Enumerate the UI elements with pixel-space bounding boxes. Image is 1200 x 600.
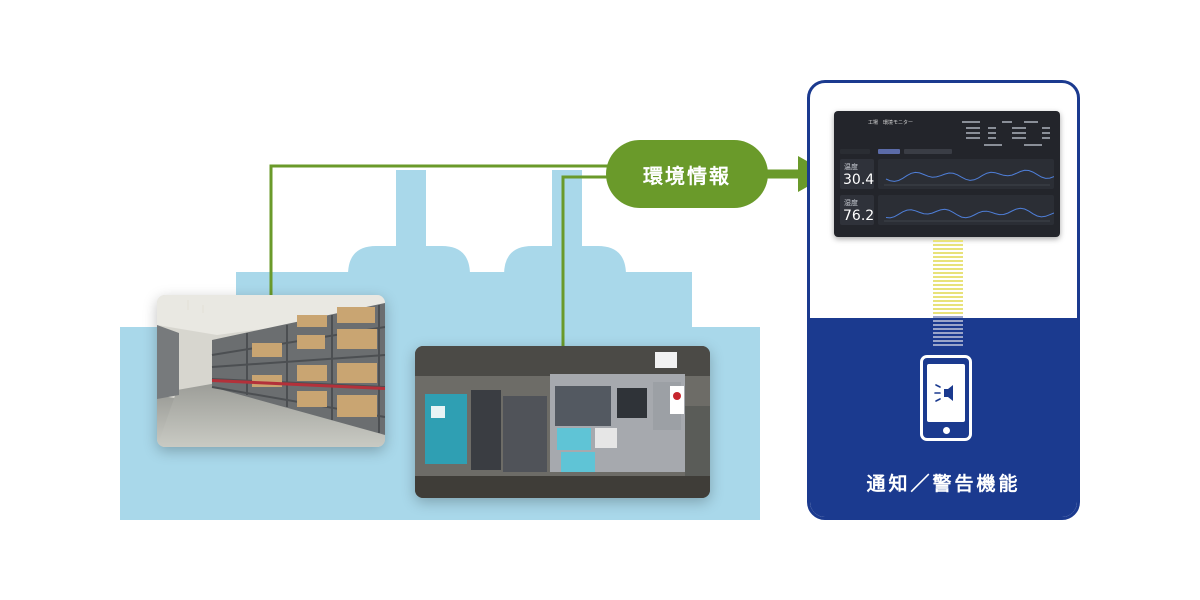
dashboard-tabs: [840, 149, 1054, 155]
beam-stripe: [933, 280, 963, 282]
beam-stripe: [933, 244, 963, 246]
beam-stripe: [933, 304, 963, 306]
beam-stripe: [933, 256, 963, 258]
beam-stripe: [933, 272, 963, 274]
speaker-alert-icon: [934, 384, 953, 402]
dashboard-table: [962, 121, 1050, 146]
sparkline-series: [885, 207, 1055, 219]
beam-stripe: [933, 328, 963, 330]
beam-stripe: [933, 288, 963, 290]
temperature-sparkline: [884, 169, 1055, 186]
phone-home-button: [943, 427, 950, 434]
temperature-chart: [878, 159, 1055, 189]
smartphone-icon: [920, 355, 972, 441]
beam-stripe: [933, 300, 963, 302]
beam-stripe: [933, 324, 963, 326]
monitor-dashboard: 工場 環境モニター 温度 30.4 湿度 76.2: [834, 111, 1060, 237]
tab[interactable]: [840, 149, 870, 154]
beam-stripe: [933, 284, 963, 286]
humidity-chart: [878, 195, 1055, 225]
beam-stripe: [933, 292, 963, 294]
beam-stripe: [933, 296, 963, 298]
beam-stripe: [933, 344, 963, 346]
reading-value: 76.2: [843, 208, 875, 224]
machine-photo: [415, 346, 710, 498]
reading-card-humidity: 湿度 76.2: [840, 195, 874, 225]
beam-stripe: [933, 260, 963, 262]
beam-stripe: [933, 320, 963, 322]
signal-beam: [933, 240, 963, 346]
phone-screen: [927, 364, 965, 422]
reading-label: 温度: [844, 163, 858, 171]
beam-stripe: [933, 316, 963, 318]
reading-card-temperature: 温度 30.4: [840, 159, 874, 189]
sparkline-series: [885, 169, 1055, 182]
beam-stripe: [933, 268, 963, 270]
beam-stripe: [933, 332, 963, 334]
beam-stripe: [933, 252, 963, 254]
monitoring-panel: 工場 環境モニター 温度 30.4 湿度 76.2: [807, 80, 1080, 520]
beam-stripe: [933, 308, 963, 310]
beam-stripe: [933, 248, 963, 250]
beam-stripe: [933, 240, 963, 242]
tab[interactable]: [904, 149, 952, 154]
beam-stripe: [933, 336, 963, 338]
beam-stripe: [933, 264, 963, 266]
notification-label: 通知／警告機能: [866, 473, 1021, 495]
environment-info-label: 環境情報: [606, 140, 768, 208]
beam-stripe: [933, 312, 963, 314]
dashboard-title: 工場 環境モニター: [868, 120, 914, 126]
reading-label: 湿度: [844, 199, 858, 207]
beam-stripe: [933, 340, 963, 342]
warehouse-photo: [157, 295, 385, 447]
reading-value: 30.4: [843, 172, 875, 188]
humidity-sparkline: [884, 207, 1055, 222]
tab-active[interactable]: [878, 149, 900, 154]
beam-stripe: [933, 276, 963, 278]
